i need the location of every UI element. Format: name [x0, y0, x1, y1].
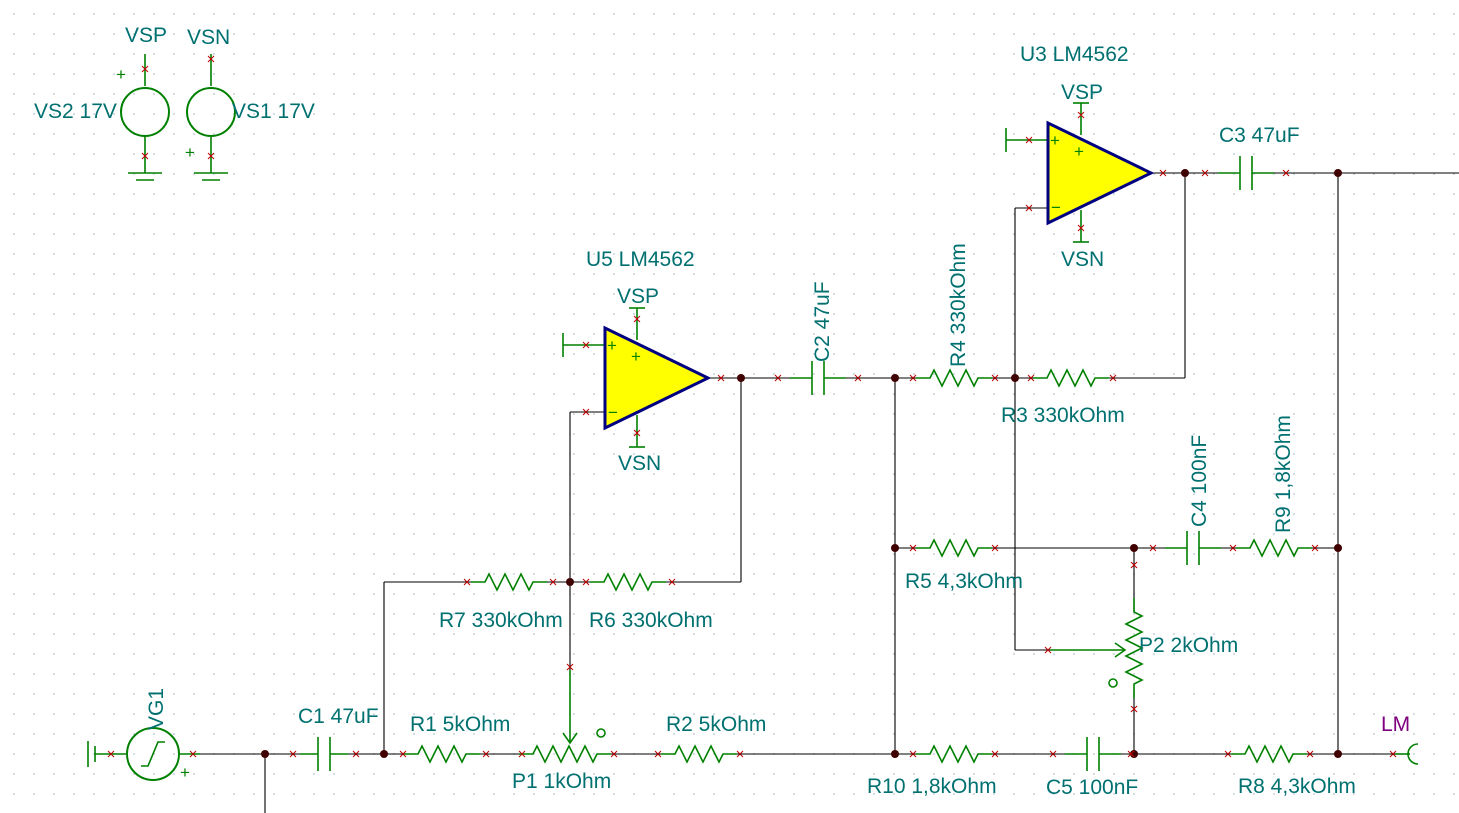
u3-vsn-label: VSN [1061, 248, 1104, 271]
u3-label: U3 LM4562 [1020, 43, 1129, 66]
resistor-r10[interactable] [916, 744, 992, 764]
u5-vsp-label: VSP [617, 285, 659, 308]
u3-inverting-sign: − [1051, 198, 1061, 217]
c1-label: C1 47uF [298, 705, 379, 728]
junction-dots [261, 169, 1342, 758]
r6-label: R6 330kOhm [589, 609, 713, 632]
u5-noninverting-sign: + [607, 336, 617, 355]
potentiometer-p1[interactable] [519, 670, 611, 764]
circuit-wires [200, 172, 1459, 813]
r8-label: R8 4,3kOhm [1238, 775, 1356, 798]
resistor-r7[interactable] [471, 572, 547, 592]
r7-label: R7 330kOhm [439, 609, 563, 632]
vs2-rail-label: VSP [125, 24, 167, 47]
c5-label: C5 100nF [1046, 776, 1138, 799]
u3-noninverting-sign: + [1050, 131, 1060, 150]
resistor-r8[interactable] [1231, 744, 1307, 764]
capacitor-c4[interactable] [1165, 531, 1221, 565]
resistor-r9[interactable] [1236, 538, 1312, 558]
u5-supply-plus-sign: + [631, 347, 641, 366]
opamp-u3[interactable]: + − + [1005, 102, 1155, 243]
u5-vsn-label: VSN [618, 452, 661, 475]
resistor-r6[interactable] [590, 572, 666, 592]
resistor-r1[interactable] [404, 744, 480, 764]
c3-label: C3 47uF [1219, 124, 1300, 147]
r1-label: R1 5kOhm [410, 713, 510, 736]
p1-label: P1 1kOhm [512, 770, 611, 793]
r4-label: R4 330kOhm [947, 243, 970, 367]
vg1-label: VG1 [145, 688, 168, 730]
resistor-r5[interactable] [916, 538, 992, 558]
vs1-plus-sign: + [185, 143, 195, 162]
u5-inverting-sign: − [608, 403, 618, 422]
vs2-plus-sign: + [116, 65, 126, 84]
u3-vsp-label: VSP [1061, 81, 1103, 104]
resistor-r2[interactable] [661, 744, 737, 764]
signal-source-vg1[interactable] [87, 727, 200, 781]
lm-output-connector[interactable] [1395, 743, 1419, 765]
u5-label: U5 LM4562 [586, 248, 695, 271]
opamp-u5[interactable]: + − + [562, 307, 712, 448]
r2-label: R2 5kOhm [666, 713, 766, 736]
vs1-label: VS1 17V [232, 100, 315, 123]
r5-label: R5 4,3kOhm [905, 570, 1023, 593]
u3-supply-plus-sign: + [1074, 142, 1084, 161]
vs1-rail-label: VSN [187, 26, 230, 49]
capacitor-c3[interactable] [1218, 156, 1274, 190]
r10-label: R10 1,8kOhm [867, 775, 997, 798]
c4-label: C4 100nF [1188, 435, 1211, 527]
c2-label: C2 47uF [811, 281, 834, 362]
voltage-source-vs2[interactable] [120, 54, 170, 181]
r3-label: R3 330kOhm [1001, 404, 1125, 427]
vs2-label: VS2 17V [34, 100, 117, 123]
resistor-r3[interactable] [1033, 368, 1109, 388]
capacitor-c5[interactable] [1065, 737, 1121, 771]
r9-label: R9 1,8kOhm [1272, 415, 1295, 533]
p2-label: P2 2kOhm [1139, 634, 1238, 657]
capacitor-c1[interactable] [300, 737, 348, 771]
potentiometer-p2[interactable] [1050, 598, 1144, 698]
lm-net-label: LM [1381, 713, 1410, 736]
vg1-plus-sign: + [180, 763, 190, 782]
capacitor-c2[interactable] [790, 361, 846, 395]
resistor-r4[interactable] [916, 368, 992, 388]
pin-markers [107, 55, 1397, 758]
